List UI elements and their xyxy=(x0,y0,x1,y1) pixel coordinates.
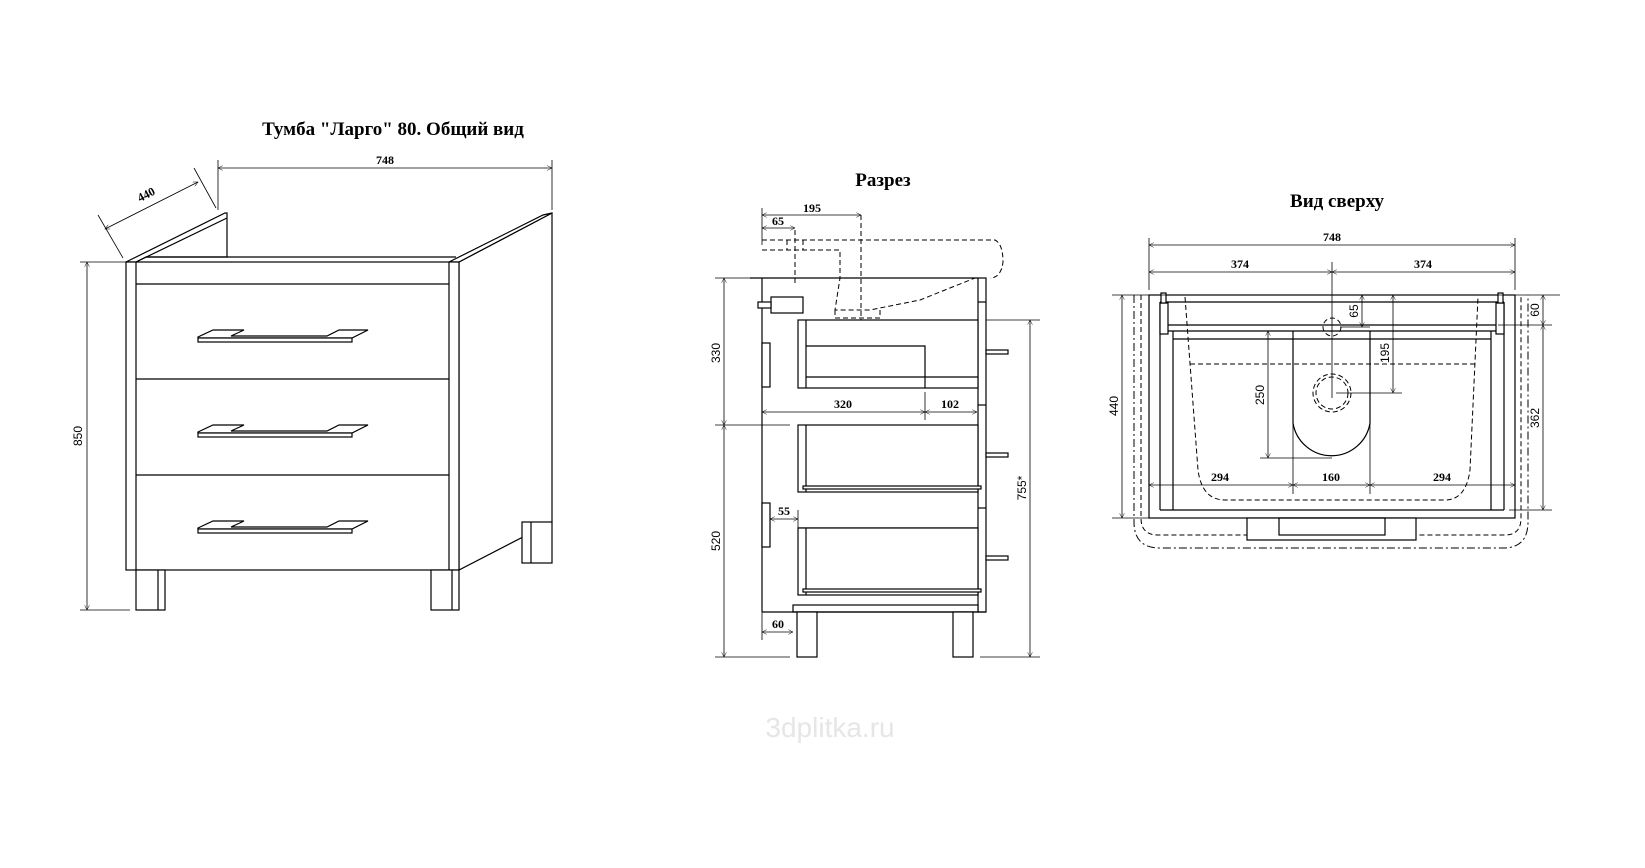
dim-65-195: 65 195 xyxy=(1336,295,1402,393)
dim-294-160-294: 294 160 294 xyxy=(1149,423,1515,494)
svg-text:850: 850 xyxy=(71,426,85,446)
dim-60: 60 xyxy=(762,612,793,640)
dim-374-374: 374 374 xyxy=(1149,257,1515,398)
svg-text:60: 60 xyxy=(772,617,784,631)
general-view-title: Тумба "Ларго" 80. Общий вид xyxy=(262,119,524,140)
svg-text:320: 320 xyxy=(834,397,852,411)
dim-width-748: 748 xyxy=(218,153,552,210)
dim-55: 55 xyxy=(770,504,798,530)
dim-60-362: 60 362 xyxy=(1498,295,1552,510)
svg-text:60: 60 xyxy=(1528,303,1542,317)
svg-text:362: 362 xyxy=(1528,408,1542,428)
svg-text:102: 102 xyxy=(941,397,959,411)
svg-text:748: 748 xyxy=(376,153,394,167)
cabinet-section xyxy=(750,277,1009,658)
top-view-title: Вид сверху xyxy=(1290,191,1384,212)
svg-text:160: 160 xyxy=(1322,470,1340,484)
svg-text:374: 374 xyxy=(1231,257,1249,271)
top-view: Вид сверху xyxy=(1107,191,1560,549)
general-view: Тумба "Ларго" 80. Общий вид 748 440 850 xyxy=(71,119,553,611)
dim-330-520: 330 520 xyxy=(709,278,790,657)
dim-height-850: 850 xyxy=(71,262,130,610)
drawer-handle xyxy=(197,520,369,534)
svg-text:65: 65 xyxy=(1347,304,1361,318)
svg-text:250: 250 xyxy=(1253,385,1267,405)
svg-text:440: 440 xyxy=(135,184,157,205)
drawer-handle xyxy=(197,329,369,343)
dim-65: 65 xyxy=(762,214,795,228)
section-view: Разрез xyxy=(709,170,1040,743)
svg-text:330: 330 xyxy=(709,343,723,363)
svg-text:65: 65 xyxy=(772,214,784,228)
watermark: 3dplitka.ru xyxy=(765,712,894,743)
svg-text:294: 294 xyxy=(1211,470,1229,484)
dim-320-102: 320 102 xyxy=(762,392,977,420)
svg-text:195: 195 xyxy=(1378,343,1392,363)
dim-top-748: 748 xyxy=(1149,230,1515,290)
svg-text:755*: 755* xyxy=(1015,475,1029,500)
svg-text:520: 520 xyxy=(709,531,723,551)
dim-440: 440 xyxy=(1107,295,1560,518)
svg-text:195: 195 xyxy=(803,201,821,215)
section-view-title: Разрез xyxy=(855,170,911,191)
svg-text:294: 294 xyxy=(1433,470,1451,484)
dim-250: 250 xyxy=(1253,331,1332,458)
cabinet-isometric xyxy=(125,212,553,611)
svg-text:440: 440 xyxy=(1107,396,1121,416)
svg-text:748: 748 xyxy=(1323,230,1341,244)
svg-text:55: 55 xyxy=(778,504,790,518)
drawer-handle xyxy=(197,424,369,438)
svg-text:374: 374 xyxy=(1414,257,1432,271)
dim-755: 755* xyxy=(980,320,1040,657)
cabinet-top xyxy=(1148,292,1516,541)
